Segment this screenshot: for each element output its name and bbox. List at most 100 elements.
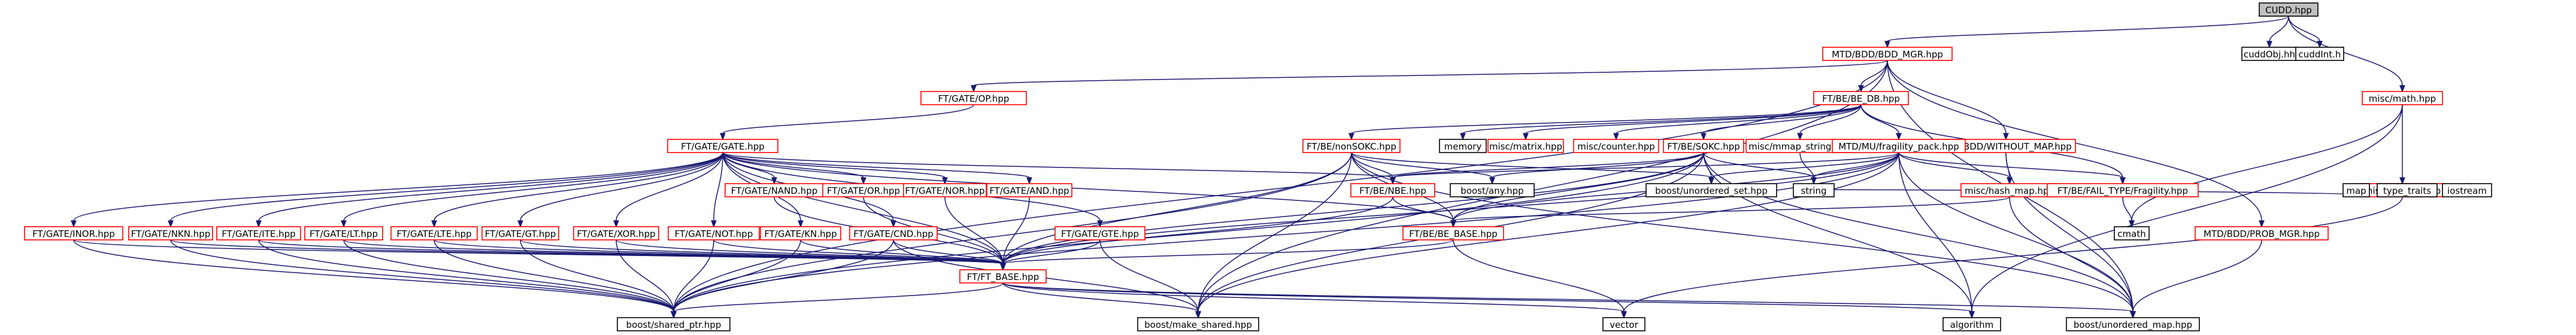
node-bebase[interactable]: FT/BE/BE_BASE.hpp [1402, 226, 1504, 240]
edge-arrowhead [771, 177, 777, 185]
node-gateop[interactable]: FT/GATE/OP.hpp [920, 91, 1027, 105]
node-failtype[interactable]: FT/BE/FAIL_TYPE/Fragility.hpp [2047, 183, 2199, 197]
node-unordmap[interactable]: boost/unordered_map.hpp [2066, 317, 2200, 331]
edge-arrowhead [256, 220, 262, 228]
node-label: FT/GATE/OR.hpp [827, 185, 900, 196]
edge-ftbase-to-sharedptr [673, 282, 1004, 312]
node-orh[interactable]: FT/GATE/OR.hpp [822, 183, 905, 197]
edge-gte-to-makeshared [1099, 239, 1199, 312]
node-unordset[interactable]: boost/unordered_set.hpp [1645, 183, 1777, 197]
edge-hashmap-to-bebase [1453, 196, 2010, 221]
edge-bedb-to-mmapstr [1799, 104, 1862, 134]
node-box [2066, 317, 2200, 331]
node-withoutmap[interactable]: MTD/BDD/WITHOUT_MAP.hpp [1936, 139, 2076, 153]
edge-arrowhead [2007, 177, 2013, 185]
node-cmath[interactable]: cmath [2114, 226, 2150, 240]
node-label: FT/GATE/ITE.hpp [222, 229, 295, 239]
node-andh[interactable]: FT/GATE/AND.hpp [986, 183, 1072, 197]
node-hashmap[interactable]: misc/hash_map.hpp [1960, 183, 2059, 197]
node-mmapstr[interactable]: misc/mmap_string.hpp [1745, 139, 1854, 153]
node-memory[interactable]: memory [1439, 139, 1487, 153]
node-sharedptr[interactable]: boost/shared_ptr.hpp [617, 317, 731, 331]
node-iostream[interactable]: iostream [2442, 183, 2492, 197]
node-label: map [2346, 185, 2366, 196]
node-counter[interactable]: misc/counter.hpp [1573, 139, 1659, 153]
edge-cnd-to-ftbase [893, 239, 1004, 264]
edge-gate-to-inor [73, 152, 723, 221]
edge-arrowhead [2003, 133, 2009, 141]
node-box [216, 226, 301, 240]
node-makeshared[interactable]: boost/make_shared.hpp [1137, 317, 1259, 331]
node-probmgr[interactable]: MTD/BDD/PROB_MGR.hpp [2195, 226, 2329, 240]
node-string[interactable]: string [1793, 183, 1835, 197]
node-lte[interactable]: FT/GATE/LTE.hpp [390, 226, 478, 240]
edge-kn-to-sharedptr [673, 239, 801, 312]
node-box [2259, 2, 2319, 17]
edge-mathhpp-to-cmath [2131, 104, 2403, 221]
node-xor[interactable]: FT/GATE/XOR.hpp [573, 226, 659, 240]
node-sokc[interactable]: FT/BE/SOKC.hpp [1663, 139, 1744, 153]
node-nonsokc[interactable]: FT/BE/nonSOKC.hpp [1302, 139, 1401, 153]
edge-cudd-to-cuddint [2288, 16, 2320, 42]
edge-fragility-to-makeshared [1198, 152, 1899, 312]
node-ite[interactable]: FT/GATE/ITE.hpp [216, 226, 301, 240]
node-typetraits[interactable]: type_traits [2377, 183, 2438, 197]
node-gate[interactable]: FT/GATE/GATE.hpp [667, 139, 778, 153]
edge-arrowhead [1489, 177, 1495, 185]
node-box [760, 226, 841, 240]
edge-nbe-to-bebase [1392, 196, 1454, 221]
edge-arrowhead [1969, 311, 1975, 319]
node-gt[interactable]: FT/GATE/GT.hpp [481, 226, 559, 240]
node-map[interactable]: map [2342, 183, 2370, 197]
node-lt[interactable]: FT/GATE/LT.hpp [304, 226, 383, 240]
edge-arrowhead [517, 220, 523, 228]
edge-arrowhead [671, 311, 677, 319]
edge-arrowhead [1026, 177, 1032, 185]
node-cuddint[interactable]: cuddInt.h [2295, 47, 2344, 61]
node-box [128, 226, 213, 240]
node-cuddobj[interactable]: cuddObj.hh [2241, 47, 2298, 61]
node-mathhpp[interactable]: misc/math.hpp [2362, 91, 2443, 105]
node-matrix[interactable]: misc/matrix.hpp [1487, 139, 1564, 153]
edge-bebase-to-ftbase [1002, 239, 1454, 264]
node-box [2377, 183, 2438, 197]
edge-gate-to-xor [616, 152, 723, 221]
node-label: FT/FT_BASE.hpp [967, 272, 1039, 283]
node-fragility[interactable]: MTD/MU/fragility_pack.hpp [1832, 139, 1966, 153]
node-nor[interactable]: FT/GATE/NOR.hpp [903, 183, 987, 197]
node-label: cmath [2117, 229, 2145, 239]
node-cudd[interactable]: CUDD.hpp [2259, 2, 2319, 17]
edge-fragility-to-unordmap [1898, 152, 2133, 312]
node-box [903, 183, 987, 197]
node-nand[interactable]: FT/GATE/NAND.hpp [725, 183, 824, 197]
node-bddmgr[interactable]: MTD/BDD/BDD_MGR.hpp [1822, 47, 1953, 61]
node-algorithm[interactable]: algorithm [1942, 317, 2001, 331]
edge-arrowhead [1613, 133, 1619, 141]
node-cnd[interactable]: FT/GATE/CND.hpp [849, 226, 938, 240]
edge-ftbase-to-vector [1002, 282, 1625, 312]
node-box [1573, 139, 1659, 153]
node-label: boost/shared_ptr.hpp [626, 319, 722, 331]
node-label: cuddInt.h [2299, 49, 2341, 60]
node-vector[interactable]: vector [1602, 317, 1645, 331]
edge-arrowhead [1884, 41, 1890, 48]
node-boostany[interactable]: boost/any.hpp [1450, 183, 1535, 197]
node-ftbase[interactable]: FT/FT_BASE.hpp [959, 269, 1047, 284]
node-bedb[interactable]: FT/BE/BE_DB.hpp [1813, 91, 1909, 105]
edge-nonsokc-to-sharedptr [673, 152, 1352, 312]
node-gte[interactable]: FT/GATE/GTE.hpp [1054, 226, 1145, 240]
node-not[interactable]: FT/GATE/NOT.hpp [668, 226, 760, 240]
edge-arrowhead [71, 220, 77, 228]
node-label: FT/GATE/KN.hpp [764, 229, 837, 239]
edge-gate-to-ftbase [722, 152, 1004, 264]
edge-fragility-to-algorithm [1898, 152, 1972, 312]
edge-sokc-to-sharedptr [673, 152, 1704, 312]
node-nkn[interactable]: FT/GATE/NKN.hpp [128, 226, 213, 240]
node-kn[interactable]: FT/GATE/KN.hpp [760, 226, 841, 240]
edge-nonsokc-to-unordset [1351, 152, 1712, 178]
node-nbe[interactable]: FT/BE/NBE.hpp [1350, 183, 1435, 197]
node-label: FT/GATE/GATE.hpp [681, 141, 765, 152]
node-inor[interactable]: FT/GATE/INOR.hpp [24, 226, 123, 240]
node-label: misc/matrix.hpp [1489, 141, 1562, 152]
